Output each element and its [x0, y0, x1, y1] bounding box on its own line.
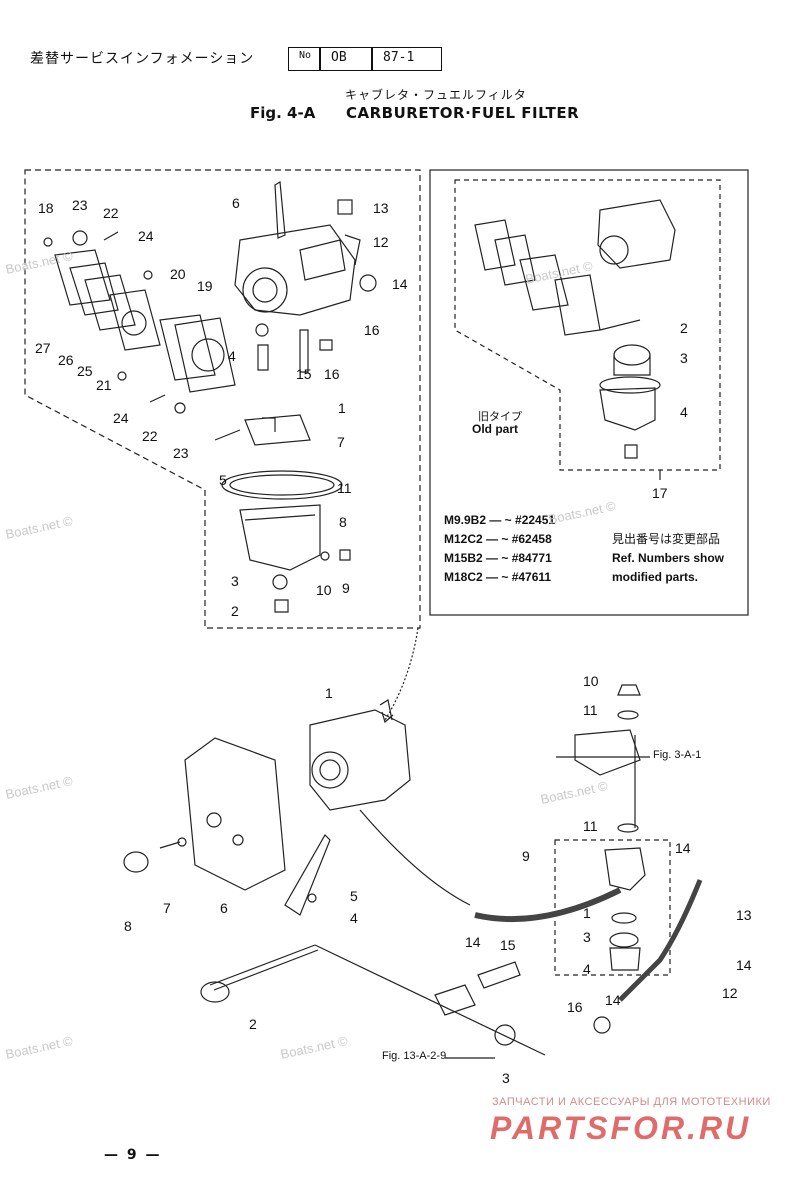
model-note-3: M15B2 — ~ #84771 — [444, 551, 552, 565]
lower-label-3b: 3 — [502, 1070, 510, 1086]
part-label-1: 1 — [338, 400, 346, 416]
lower-label-5: 5 — [350, 888, 358, 904]
title-japanese: キャブレタ・フュエルフィルタ — [345, 88, 527, 102]
part-label-3: 3 — [231, 573, 239, 589]
part-label-24: 24 — [138, 228, 154, 244]
model-note-1: M9.9B2 — ~ #22451 — [444, 513, 556, 527]
lower-label-4: 4 — [583, 961, 591, 977]
part-label-22b: 22 — [142, 428, 158, 444]
service-info-title: 差替サービスインフォメーション — [30, 51, 255, 67]
part-label-19: 19 — [197, 278, 213, 294]
lower-label-4b: 4 — [350, 910, 358, 926]
part-label-16: 16 — [364, 322, 380, 338]
part-label-2: 2 — [231, 603, 239, 619]
figure-number: Fig. 4-A — [250, 104, 316, 122]
lower-label-7: 7 — [163, 900, 171, 916]
lower-label-2: 2 — [249, 1016, 257, 1032]
part-label-18: 18 — [38, 200, 54, 216]
fuel-filter-box — [554, 839, 671, 976]
lower-label-1b: 1 — [325, 685, 333, 701]
lower-label-14: 14 — [675, 840, 691, 856]
part-label-7: 7 — [337, 434, 345, 450]
lower-label-15: 15 — [500, 937, 516, 953]
part-label-27: 27 — [35, 340, 51, 356]
part-label-25: 25 — [77, 363, 93, 379]
no-number: 87-1 — [383, 50, 415, 65]
model-note-4: M18C2 — ~ #47611 — [444, 570, 552, 584]
old-part-label-17: 17 — [652, 485, 668, 501]
lower-label-13: 13 — [736, 907, 752, 923]
old-part-label-3: 3 — [680, 350, 688, 366]
brand-logo: PARTSFOR.RU — [490, 1110, 752, 1146]
model-note-2: M12C2 — ~ #62458 — [444, 532, 552, 546]
note-jp: 見出番号は変更部品 — [612, 532, 721, 546]
part-label-15: 15 — [296, 366, 312, 382]
part-label-23: 23 — [72, 197, 88, 213]
part-label-8: 8 — [339, 514, 347, 530]
part-label-13: 13 — [373, 200, 389, 216]
note-en-1: Ref. Numbers show — [612, 551, 725, 565]
part-label-10: 10 — [316, 582, 332, 598]
lower-label-16: 16 — [567, 999, 583, 1015]
no-code: OB — [331, 50, 347, 65]
lower-label-6: 6 — [220, 900, 228, 916]
part-label-21: 21 — [96, 377, 112, 393]
part-label-20: 20 — [170, 266, 186, 282]
no-label: No — [299, 50, 312, 61]
brand-tagline: ЗАПЧАСТИ И АКСЕССУАРЫ ДЛЯ МОТОТЕХНИКИ — [492, 1096, 771, 1108]
part-label-12: 12 — [373, 234, 389, 250]
upper-dashed-outline — [24, 169, 421, 629]
note-en-2: modified parts. — [612, 570, 699, 584]
lower-label-8: 8 — [124, 918, 132, 934]
part-label-9: 9 — [342, 580, 350, 596]
part-label-26: 26 — [58, 352, 74, 368]
lower-label-14b: 14 — [736, 957, 752, 973]
lower-label-9: 9 — [522, 848, 530, 864]
part-label-6: 6 — [232, 195, 240, 211]
lower-label-11: 11 — [583, 702, 598, 718]
page-title: CARBURETOR·FUEL FILTER — [346, 104, 580, 122]
part-label-23b: 23 — [173, 445, 189, 461]
fig-13-a-2-9-ref: Fig. 13-A-2-9 — [382, 1050, 447, 1062]
old-part-en: Old part — [472, 422, 519, 436]
old-part-box — [429, 169, 749, 616]
part-label-5: 5 — [219, 472, 227, 488]
fig-3-a-1-ref: Fig. 3-A-1 — [653, 749, 702, 761]
document-number-box: No OB 87-1 — [288, 47, 442, 71]
old-part-label-2: 2 — [680, 320, 688, 336]
lower-label-1: 1 — [583, 905, 591, 921]
page-number: — 9 — — [104, 1147, 162, 1163]
lower-label-14d: 14 — [465, 934, 481, 950]
lower-label-12: 12 — [722, 985, 738, 1001]
lower-label-11b: 11 — [583, 818, 598, 834]
part-label-4: 4 — [228, 348, 236, 364]
lower-label-3: 3 — [583, 929, 591, 945]
part-label-22: 22 — [103, 205, 119, 221]
part-label-16b: 16 — [324, 366, 340, 382]
lower-label-14c: 14 — [605, 992, 621, 1008]
lower-label-10: 10 — [583, 673, 599, 689]
part-label-14: 14 — [392, 276, 408, 292]
old-part-label-4: 4 — [680, 404, 688, 420]
part-label-11: 11 — [337, 480, 352, 496]
part-label-24b: 24 — [113, 410, 129, 426]
old-part-jp: 旧タイプ — [478, 411, 522, 423]
